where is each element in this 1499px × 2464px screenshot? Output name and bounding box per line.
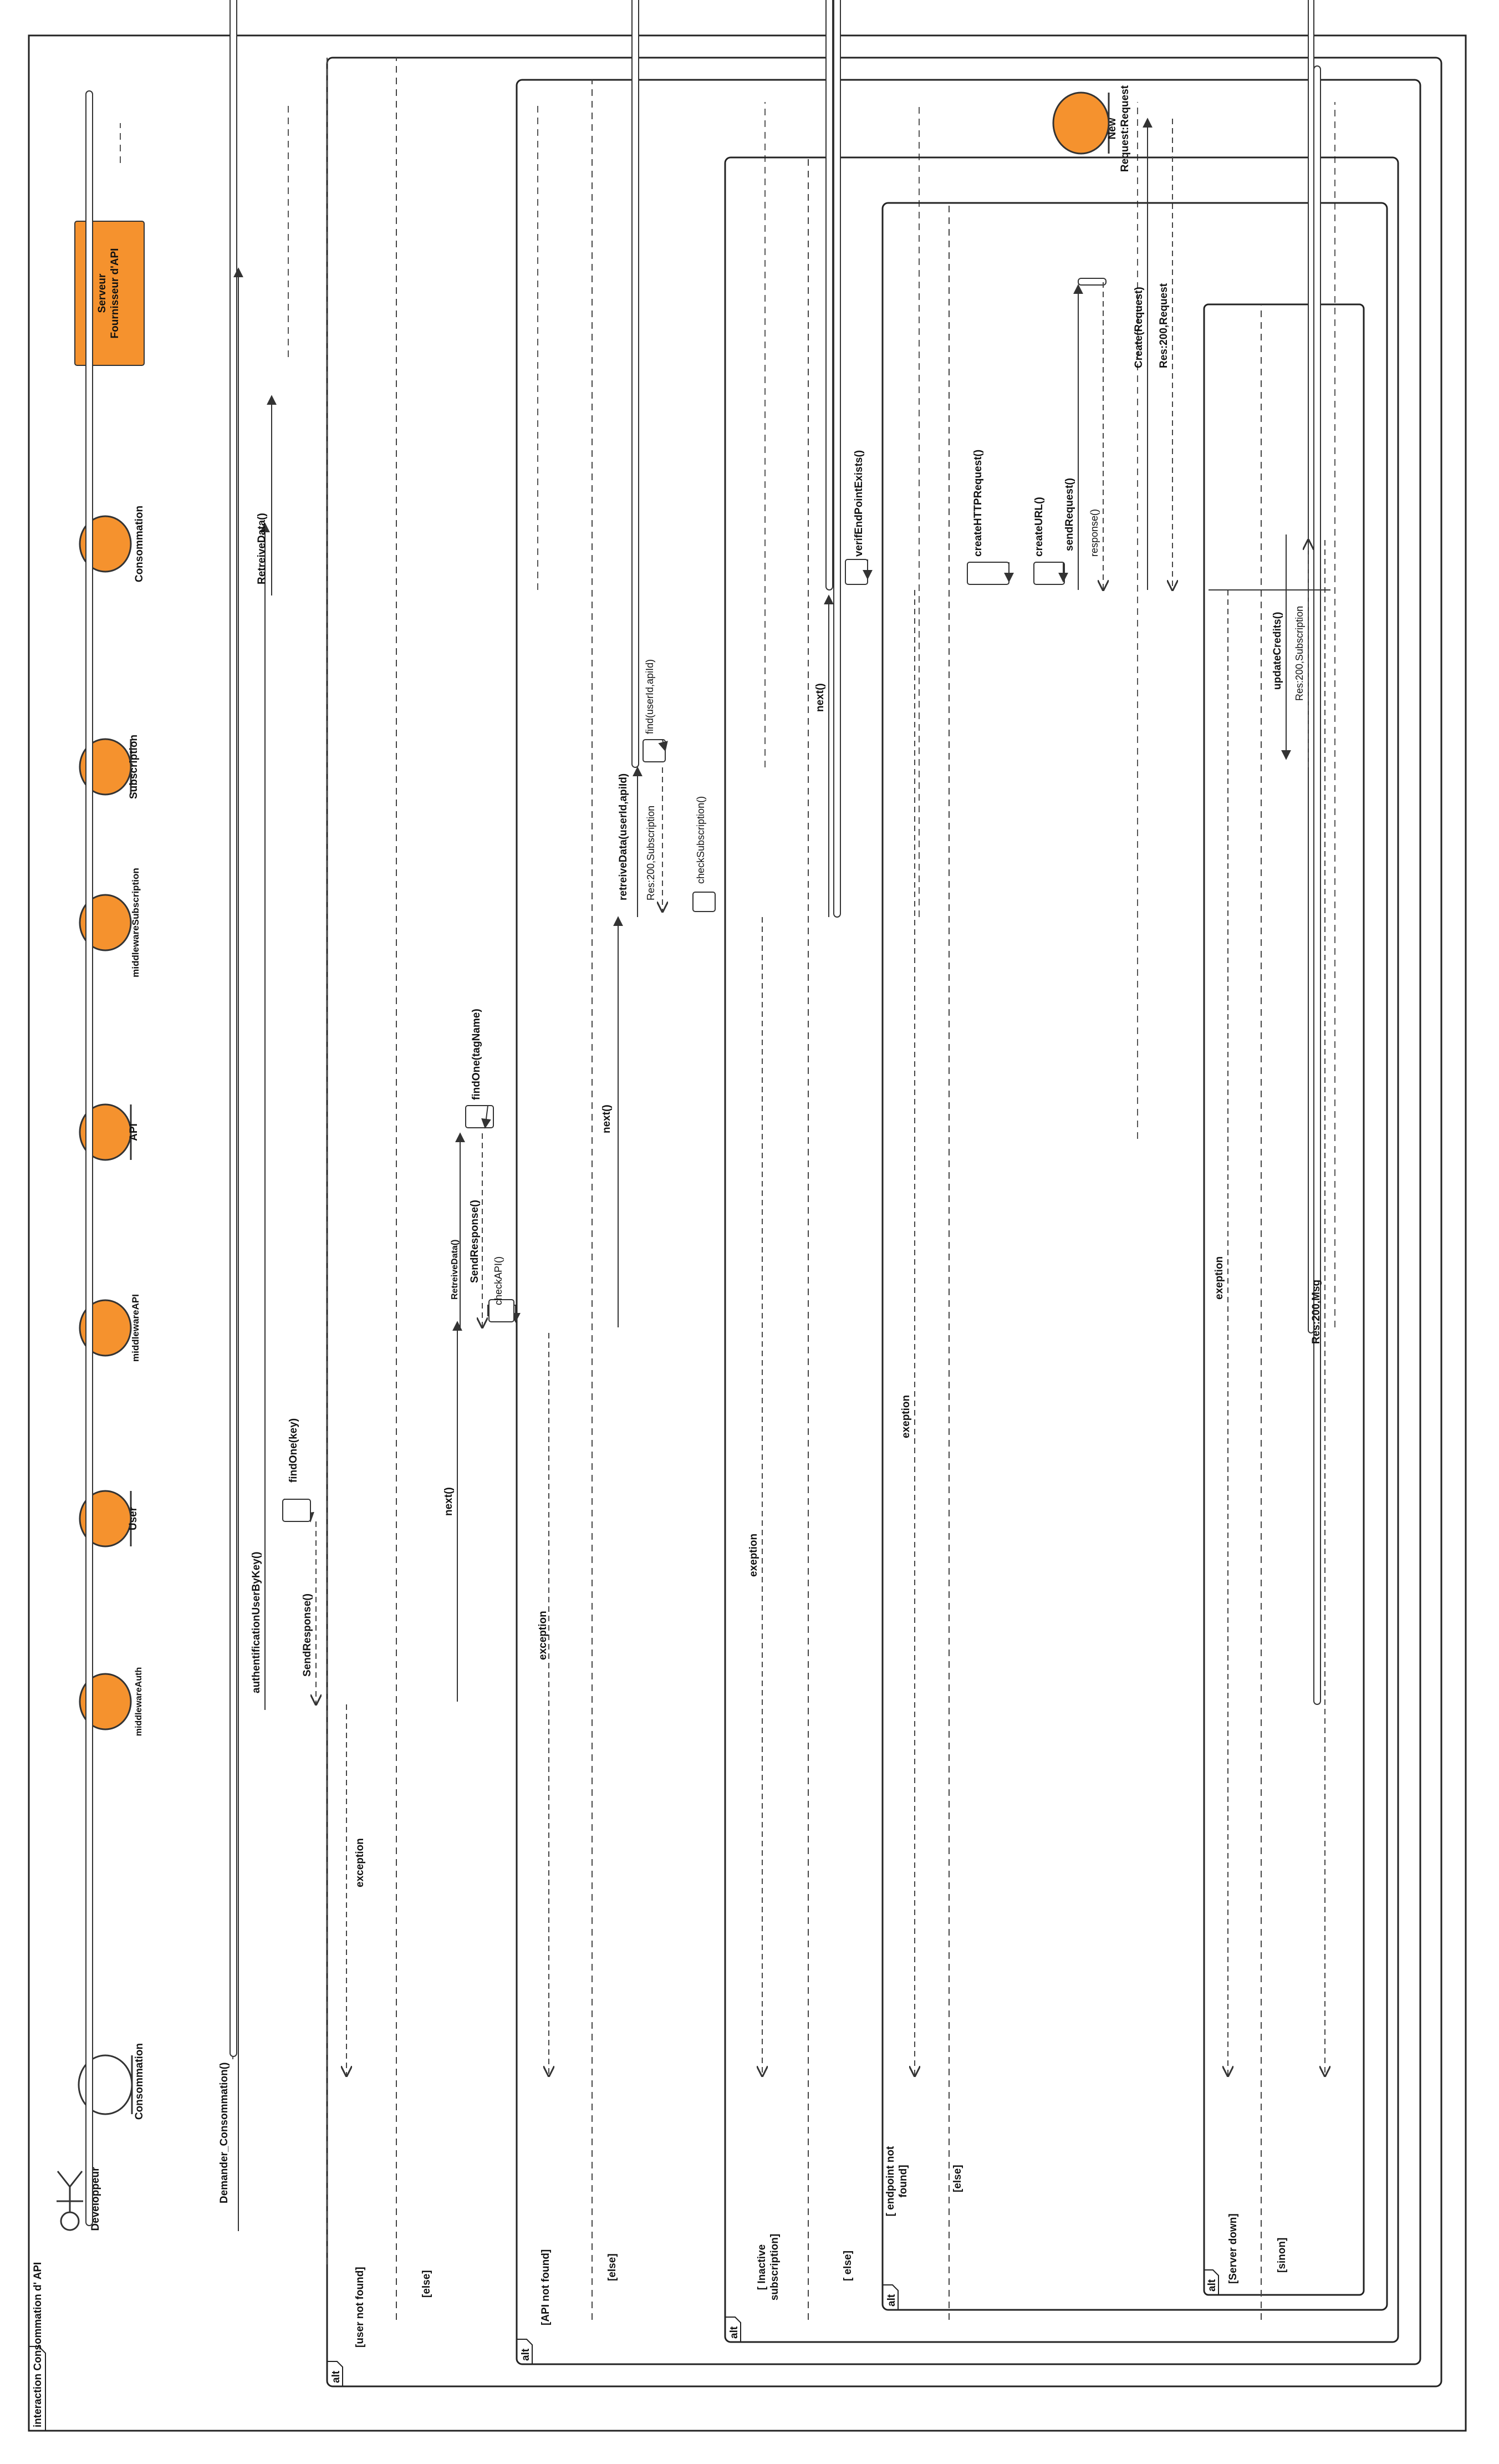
- participant-request[interactable]: NewRequest:Request: [1052, 85, 1131, 172]
- msg-find-subscription: [658, 739, 668, 752]
- msg-label: retreiveData(userId,apiId): [618, 773, 629, 900]
- alt-fragment-server: alt [Server down] [sinon]: [1203, 303, 1365, 2320]
- msg-label: Res:200,Subscription: [645, 806, 656, 900]
- participant-serveur[interactable]: ServeurFournisseur d'API: [74, 221, 145, 366]
- msg-label: sendRequest(): [1064, 478, 1075, 551]
- msg-label: findOne(key): [288, 1418, 299, 1483]
- guard-label: [else]: [421, 2270, 432, 2298]
- guard-label: [else]: [952, 2165, 963, 2192]
- guard-label: [ else]: [842, 2251, 854, 2281]
- text-line: New: [1107, 118, 1118, 139]
- msg-label: exeption: [748, 1534, 759, 1577]
- alt-fragment-api: alt [API not found] [else]: [516, 79, 1421, 2365]
- alt-fragment-endpoint: alt [ endpoint notfound] [else]: [881, 202, 1388, 2320]
- msg-label: exception: [537, 1611, 549, 1660]
- msg-label: Create(Request): [1133, 287, 1145, 368]
- msg-label: findOne(tagName): [471, 1009, 482, 1100]
- msg-label: verifEndPointExists(): [853, 450, 865, 557]
- participant-label: middlewareAPI: [130, 1294, 141, 1362]
- msg-label: find(userId,apiId): [644, 659, 655, 734]
- sequence-diagram: interaction Consommation d' API Developp…: [28, 0, 1467, 2432]
- text-line: Fournisseur d'API: [109, 248, 121, 339]
- participant-label: API: [128, 1123, 140, 1141]
- participant-developpeur[interactable]: Developpeur: [57, 2167, 101, 2231]
- participant-label: Consommation: [134, 506, 145, 582]
- msg-label: next(): [601, 1104, 613, 1133]
- msg-label: exeption: [900, 1395, 912, 1438]
- text-line: Request:Request: [1119, 85, 1131, 172]
- activation-developpeur: [85, 90, 93, 2226]
- alt-fragment-user: alt [user not found] [else]: [326, 57, 1442, 2387]
- msg-label: createHTTPRequest(): [972, 450, 984, 557]
- outer-frame-tab: [29, 2346, 46, 2431]
- entity-icon: [1052, 91, 1110, 155]
- msg-label: checkAPI(): [493, 1256, 504, 1305]
- activation-consommation-ui: [230, 0, 237, 2057]
- text-line: [ endpoint not: [885, 2146, 896, 2216]
- activation-middlewareapi: [1308, 0, 1314, 1333]
- msg-label: SendResponse(): [302, 1594, 313, 1677]
- msg-label: Demander_Consommation(): [218, 2063, 230, 2203]
- msg-label: createURL(): [1033, 497, 1045, 557]
- activation-subscription: [631, 0, 639, 768]
- msg-label: exception: [354, 1838, 366, 1887]
- msg-label: response(): [1089, 509, 1100, 557]
- msg-label: updateCredits(): [1272, 612, 1283, 690]
- msg-label: next(): [814, 683, 826, 712]
- msg-label: SendResponse(): [469, 1200, 481, 1283]
- msg-label: RetreiveData(): [256, 513, 268, 584]
- msg-label: Res:200,Msg: [1311, 1280, 1322, 1344]
- participant-label: NewRequest:Request: [1107, 85, 1131, 172]
- guard-label: [else]: [606, 2253, 618, 2281]
- svg-text:alt: alt: [520, 2348, 532, 2361]
- alt-fragment-subscription: alt [ Inactivesubscription] [ else]: [724, 156, 1399, 2343]
- svg-text:alt: alt: [728, 2326, 740, 2339]
- guard-label: [sinon]: [1276, 2238, 1288, 2273]
- diagram-title: interaction Consommation d' API: [32, 2262, 44, 2427]
- guard-label: [Server down]: [1227, 2213, 1239, 2284]
- msg-label: Res:200,Subscription: [1294, 606, 1305, 701]
- participant-label: Subscription: [128, 735, 140, 799]
- guard-label: [ Inactivesubscription]: [756, 2234, 781, 2300]
- svg-text:alt: alt: [886, 2294, 898, 2307]
- actor-icon: [57, 2171, 83, 2231]
- participant-label: middlewareAuth: [134, 1667, 144, 1736]
- msg-find-one-tag: [474, 1105, 491, 1129]
- participant-label: Consommation: [134, 2043, 145, 2120]
- msg-label: RetreiveData(): [450, 1240, 460, 1300]
- participant-label: middlewareSubscription: [130, 868, 141, 977]
- svg-text:alt: alt: [330, 2370, 342, 2383]
- activation-middlewareauth: [1313, 65, 1321, 1705]
- guard-label: [API not found]: [540, 2249, 552, 2325]
- text-line: found]: [898, 2165, 909, 2197]
- text-line: Serveur: [96, 273, 108, 313]
- participant-label: User: [128, 1506, 139, 1530]
- activation-consommation: [825, 0, 833, 590]
- activation-middlewaresubscription: [833, 0, 841, 918]
- text-line: subscription]: [769, 2234, 781, 2300]
- guard-label: [user not found]: [354, 2267, 366, 2348]
- guard-label: [ endpoint notfound]: [885, 2146, 909, 2216]
- outer-frame: [28, 34, 1467, 2432]
- msg-label: Res:200,Request: [1158, 283, 1170, 368]
- participant-label: ServeurFournisseur d'API: [96, 248, 121, 339]
- msg-label: next(): [443, 1487, 455, 1516]
- msg-label: checkSubscription(): [695, 796, 706, 884]
- text-line: [ Inactive: [756, 2244, 768, 2290]
- msg-label: exeption: [1214, 1256, 1225, 1300]
- msg-label: authentificationUserByKey(): [251, 1552, 262, 1694]
- svg-text:alt: alt: [1206, 2279, 1218, 2292]
